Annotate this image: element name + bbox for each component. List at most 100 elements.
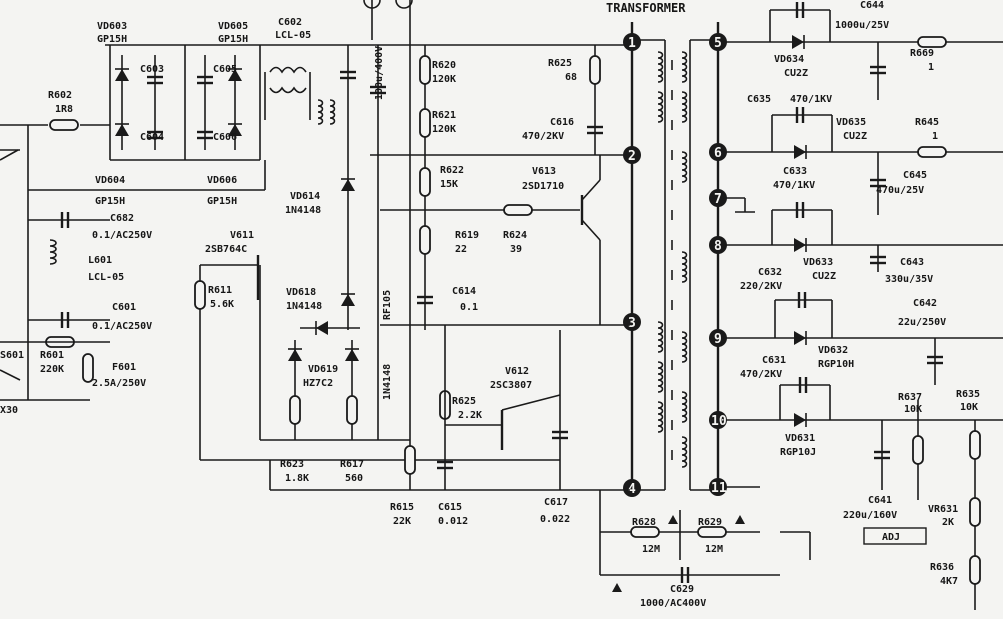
- svg-text:VD633: VD633: [803, 257, 833, 268]
- svg-text:GP15H: GP15H: [95, 196, 125, 207]
- svg-text:2: 2: [628, 149, 636, 164]
- svg-text:R611: R611: [208, 285, 232, 296]
- svg-text:S601: S601: [0, 350, 24, 361]
- svg-text:R617: R617: [340, 459, 364, 470]
- svg-text:2.5A/250V: 2.5A/250V: [92, 378, 146, 389]
- svg-text:0.012: 0.012: [438, 516, 468, 527]
- svg-text:220u/160V: 220u/160V: [843, 510, 897, 521]
- svg-text:R625: R625: [548, 58, 572, 69]
- svg-text:22K: 22K: [393, 516, 411, 527]
- svg-text:12M: 12M: [705, 544, 723, 555]
- svg-text:C616: C616: [550, 117, 574, 128]
- svg-text:C603: C603: [140, 64, 164, 75]
- svg-text:F601: F601: [112, 362, 136, 373]
- svg-text:VD614: VD614: [290, 191, 320, 202]
- svg-text:C606: C606: [213, 132, 237, 143]
- svg-text:VD619: VD619: [308, 364, 338, 375]
- svg-text:R637: R637: [898, 392, 922, 403]
- svg-text:VD605: VD605: [218, 21, 248, 32]
- svg-text:470/1KV: 470/1KV: [790, 94, 832, 105]
- component-labels: VD603 GP15H VD605 GP15H C602 LCL-05 R602…: [0, 0, 980, 609]
- svg-text:C617: C617: [544, 497, 568, 508]
- top-connector-right: [395, 0, 413, 9]
- svg-text:22: 22: [455, 244, 467, 255]
- svg-text:15K: 15K: [440, 179, 458, 190]
- svg-text:V613: V613: [532, 166, 556, 177]
- svg-text:1000/AC400V: 1000/AC400V: [640, 598, 706, 609]
- svg-text:10: 10: [711, 414, 727, 429]
- svg-text:C644: C644: [860, 0, 884, 11]
- svg-text:C602: C602: [278, 17, 302, 28]
- svg-text:4K7: 4K7: [940, 576, 958, 587]
- svg-text:R620: R620: [432, 60, 456, 71]
- svg-text:C633: C633: [783, 166, 807, 177]
- svg-text:VD618: VD618: [286, 287, 316, 298]
- svg-text:C604: C604: [140, 132, 164, 143]
- transformer-title: TRANSFORMER: [606, 1, 686, 15]
- svg-text:R602: R602: [48, 90, 72, 101]
- svg-text:39: 39: [510, 244, 522, 255]
- svg-text:R601: R601: [40, 350, 64, 361]
- svg-text:0.1/AC250V: 0.1/AC250V: [92, 321, 152, 332]
- svg-text:VD603: VD603: [97, 21, 127, 32]
- svg-text:C682: C682: [110, 213, 134, 224]
- svg-text:470/1KV: 470/1KV: [773, 180, 815, 191]
- svg-text:RGP10J: RGP10J: [780, 447, 816, 458]
- svg-text:L601: L601: [88, 255, 112, 266]
- svg-text:VD634: VD634: [774, 54, 804, 65]
- adj-box: [863, 527, 927, 545]
- svg-text:68: 68: [565, 72, 577, 83]
- bottom-section: [599, 490, 811, 592]
- svg-text:1N4148: 1N4148: [382, 364, 393, 400]
- svg-text:3: 3: [628, 316, 636, 331]
- svg-text:1000u/25V: 1000u/25V: [835, 20, 889, 31]
- svg-text:R623: R623: [280, 459, 304, 470]
- svg-text:470/2KV: 470/2KV: [522, 131, 564, 142]
- svg-text:2SC3807: 2SC3807: [490, 380, 532, 391]
- svg-text:R619: R619: [455, 230, 479, 241]
- svg-text:560: 560: [345, 473, 363, 484]
- svg-text:CU2Z: CU2Z: [784, 68, 808, 79]
- svg-text:C605: C605: [213, 64, 237, 75]
- svg-text:R645: R645: [915, 117, 939, 128]
- svg-text:VD635: VD635: [836, 117, 866, 128]
- top-connector-left: [363, 0, 381, 9]
- svg-text:C642: C642: [913, 298, 937, 309]
- svg-text:VD631: VD631: [785, 433, 815, 444]
- secondary-section: [726, 0, 1003, 610]
- svg-text:2SB764C: 2SB764C: [205, 244, 247, 255]
- svg-text:C631: C631: [762, 355, 786, 366]
- svg-text:2.2K: 2.2K: [458, 410, 482, 421]
- svg-text:11: 11: [711, 481, 727, 496]
- svg-text:V612: V612: [505, 366, 529, 377]
- svg-text:2K: 2K: [942, 517, 954, 528]
- svg-text:1R8: 1R8: [55, 104, 73, 115]
- svg-text:1N4148: 1N4148: [286, 301, 322, 312]
- svg-text:VD604: VD604: [95, 175, 125, 186]
- input-section: [0, 44, 630, 401]
- svg-text:LCL-05: LCL-05: [88, 272, 124, 283]
- svg-text:C614: C614: [452, 286, 476, 297]
- svg-text:1.8K: 1.8K: [285, 473, 309, 484]
- svg-text:C632: C632: [758, 267, 782, 278]
- svg-text:120K: 120K: [432, 124, 456, 135]
- svg-text:X30: X30: [0, 405, 18, 416]
- svg-text:GP15H: GP15H: [218, 34, 248, 45]
- choke-c602: [264, 66, 336, 125]
- svg-text:0.1: 0.1: [460, 302, 478, 313]
- svg-text:C601: C601: [112, 302, 136, 313]
- svg-text:RF105: RF105: [382, 290, 393, 320]
- svg-text:330u/35V: 330u/35V: [885, 274, 933, 285]
- svg-text:7: 7: [714, 192, 722, 207]
- svg-text:C615: C615: [438, 502, 462, 513]
- svg-text:VD606: VD606: [207, 175, 237, 186]
- svg-text:HZ7C2: HZ7C2: [303, 378, 333, 389]
- svg-text:10K: 10K: [960, 402, 978, 413]
- svg-text:1: 1: [932, 131, 938, 142]
- svg-text:R635: R635: [956, 389, 980, 400]
- svg-text:R669: R669: [910, 48, 934, 59]
- svg-text:C643: C643: [900, 257, 924, 268]
- svg-text:0.1/AC250V: 0.1/AC250V: [92, 230, 152, 241]
- svg-text:GP15H: GP15H: [97, 34, 127, 45]
- svg-text:6: 6: [714, 146, 722, 161]
